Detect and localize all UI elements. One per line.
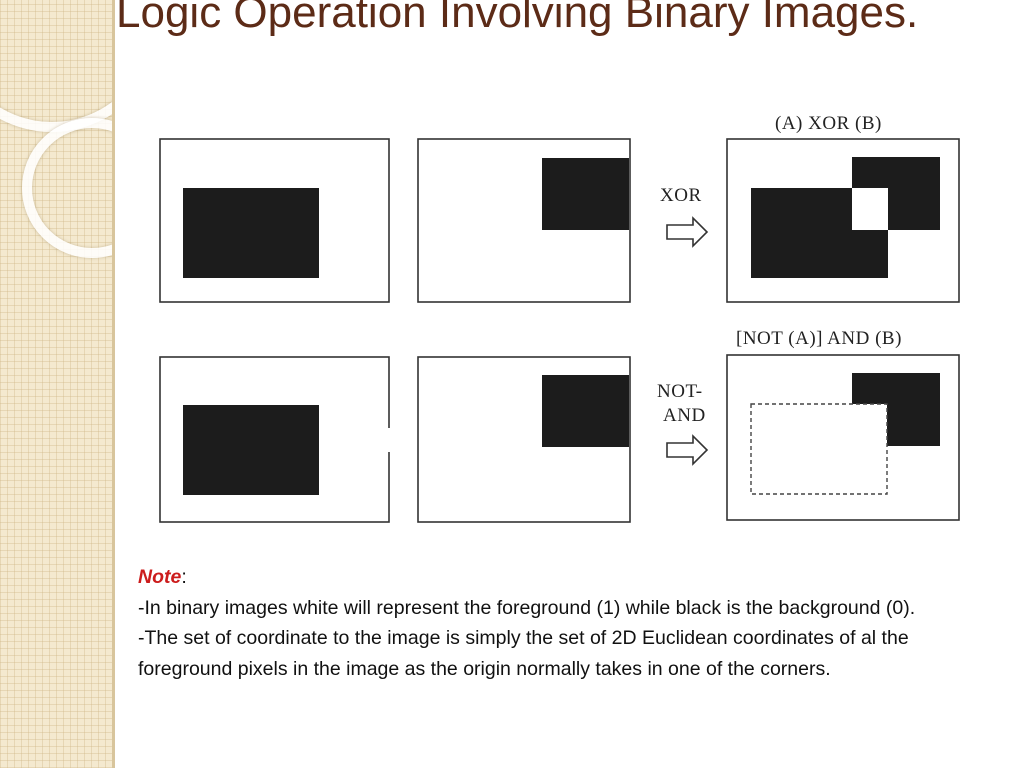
slide-title: Logic Operation Involving Binary Images. bbox=[116, 0, 919, 37]
decorative-side-strip bbox=[0, 0, 112, 768]
xor-overlap-hole bbox=[852, 188, 888, 230]
notand-result-image bbox=[726, 354, 960, 521]
xor-result-image bbox=[726, 138, 960, 303]
notand-result-label: [NOT (A)] AND (B) bbox=[736, 328, 902, 349]
image-b-row2 bbox=[417, 356, 631, 523]
image-b-object-2 bbox=[542, 375, 629, 447]
note-label: Note bbox=[138, 566, 182, 588]
strip-edge-line bbox=[112, 0, 115, 768]
image-b-row1 bbox=[417, 138, 631, 303]
image-a-object-2 bbox=[183, 405, 319, 495]
notand-operator-line2: AND bbox=[663, 405, 706, 426]
decorative-ring-small bbox=[22, 118, 112, 258]
image-a-row2 bbox=[159, 356, 393, 523]
note-label-suffix: : bbox=[181, 566, 187, 588]
arrow-right-icon bbox=[666, 434, 709, 466]
xor-operator-label: XOR bbox=[660, 185, 702, 206]
note-line-2: -The set of coordinate to the image is s… bbox=[138, 627, 909, 680]
frame-gap bbox=[385, 428, 393, 452]
note-heading: Note: bbox=[138, 562, 998, 593]
note-line-1: -In binary images white will represent t… bbox=[138, 596, 916, 619]
note-section: Note: -In binary images white will repre… bbox=[138, 562, 998, 684]
notand-operator-line1: NOT- bbox=[657, 381, 703, 402]
xor-result-label: (A) XOR (B) bbox=[775, 113, 882, 134]
not-a-dashed-region bbox=[750, 403, 888, 495]
image-a-object bbox=[183, 188, 319, 278]
arrow-right-icon bbox=[666, 216, 709, 248]
image-a-row1 bbox=[159, 138, 390, 303]
image-b-object bbox=[542, 158, 629, 230]
